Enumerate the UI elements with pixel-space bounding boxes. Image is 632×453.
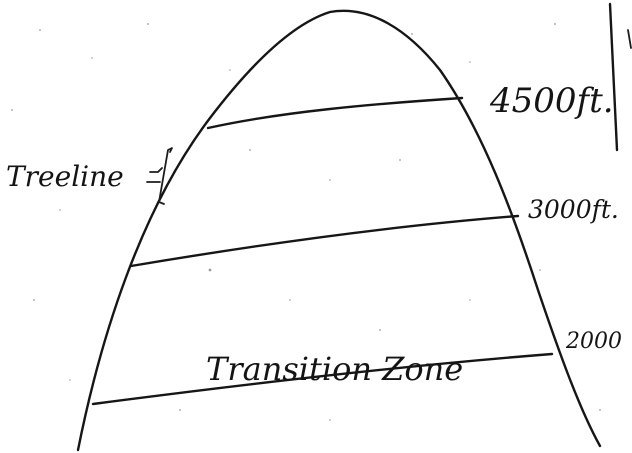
- elevation-line-3000: [131, 216, 518, 266]
- elevation-label-3000: 3000ft.: [528, 195, 619, 224]
- elevation-label-4500: 4500ft.: [489, 81, 614, 121]
- page-edge-mark: [610, 4, 617, 150]
- transition-zone-label: Transition Zone: [206, 350, 463, 388]
- treeline-bracket: [147, 148, 172, 204]
- elevation-line-4500: [208, 98, 462, 128]
- elevation-label-2000: 2000: [565, 329, 622, 354]
- page-edge-mark-2: [628, 30, 631, 48]
- treeline-label: Treeline: [6, 160, 124, 193]
